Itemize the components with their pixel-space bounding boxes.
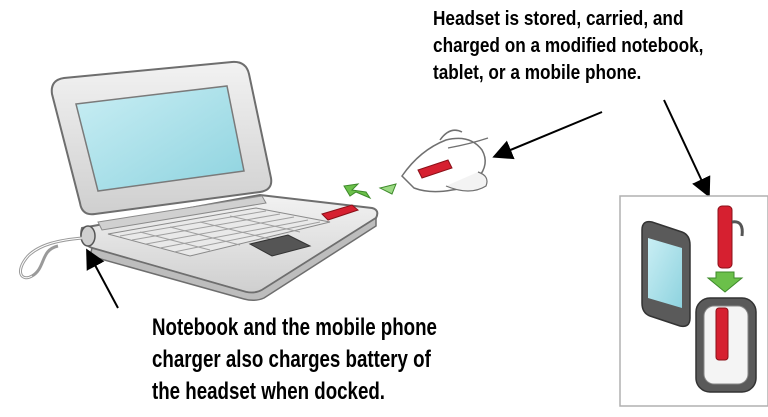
- phone-inset-panel: [620, 196, 768, 406]
- caption-line: tablet, or a mobile phone.: [433, 60, 703, 87]
- arrow-to-phone: [664, 100, 708, 194]
- caption-line: Headset is stored, carried, and: [433, 6, 703, 33]
- caption-line: charger also charges battery of: [152, 344, 437, 376]
- caption-charger-note: Notebook and the mobile phone charger al…: [152, 312, 437, 408]
- caption-headset-storage: Headset is stored, carried, and charged …: [433, 6, 703, 87]
- caption-line: charged on a modified notebook,: [433, 33, 703, 60]
- laptop-illustration: [52, 62, 378, 300]
- dock-arrows-laptop: [344, 184, 396, 198]
- power-cable: [20, 238, 82, 278]
- arrow-to-hand: [496, 112, 602, 156]
- caption-line: Notebook and the mobile phone: [152, 312, 437, 344]
- headset-illustration: [718, 206, 732, 268]
- caption-line: the headset when docked.: [152, 376, 437, 408]
- hand-with-headset-illustration: [402, 130, 488, 191]
